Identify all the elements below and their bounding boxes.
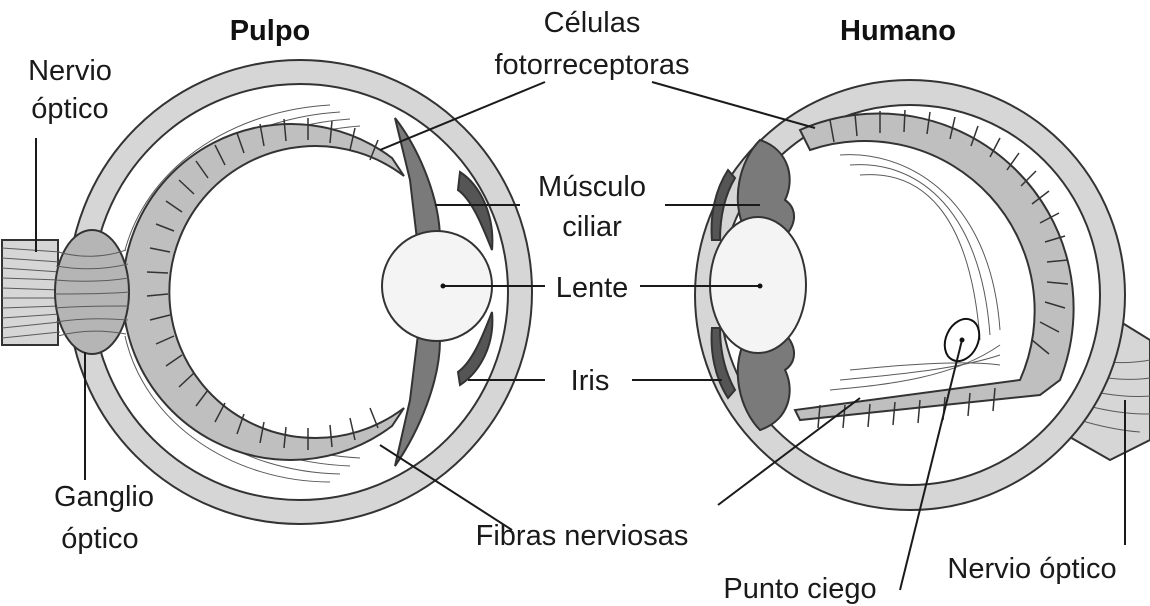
label-ciliary-muscle-2: ciliar bbox=[562, 211, 622, 243]
label-optic-ganglion-2: óptico bbox=[61, 523, 138, 555]
label-blind-spot: Punto ciego bbox=[723, 573, 876, 605]
octopus-eye bbox=[2, 60, 532, 524]
label-optic-nerve-right: Nervio óptico bbox=[947, 553, 1116, 585]
label-photoreceptors-2: fotorreceptoras bbox=[494, 49, 689, 81]
label-lens: Lente bbox=[556, 272, 629, 304]
label-nerve-fibers: Fibras nerviosas bbox=[476, 520, 689, 552]
title-octopus: Pulpo bbox=[230, 15, 311, 47]
human-eye bbox=[695, 80, 1150, 510]
label-photoreceptors-1: Células bbox=[544, 7, 641, 39]
label-optic-nerve-left-1: Nervio bbox=[28, 55, 112, 87]
label-iris: Iris bbox=[571, 365, 610, 397]
label-optic-nerve-left-2: óptico bbox=[31, 93, 108, 125]
octopus-optic-nerve bbox=[2, 240, 58, 345]
label-ciliary-muscle-1: Músculo bbox=[538, 171, 646, 203]
label-optic-ganglion-1: Ganglio bbox=[54, 481, 154, 513]
title-human: Humano bbox=[840, 15, 956, 47]
octopus-optic-ganglion bbox=[55, 230, 129, 354]
